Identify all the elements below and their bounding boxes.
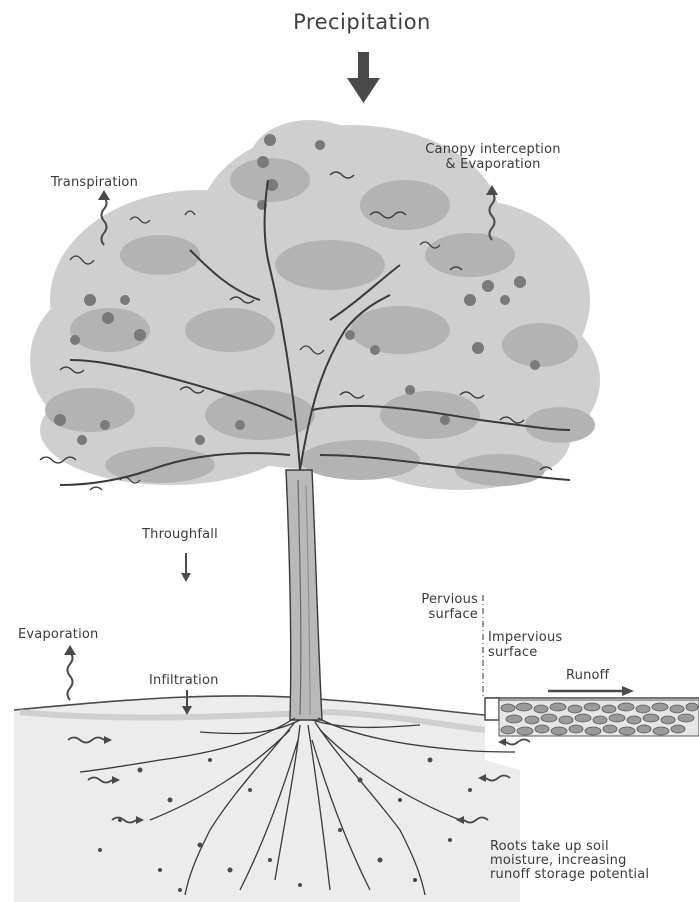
runoff-label: Runoff bbox=[566, 668, 609, 683]
soil-layer bbox=[14, 696, 520, 902]
impervious-label-line2: surface bbox=[488, 645, 562, 660]
impervious-surface bbox=[485, 698, 699, 736]
roots-uptake-label: Roots take up soil moisture, increasing … bbox=[490, 840, 649, 882]
precipitation-label: Precipitation bbox=[270, 10, 454, 34]
impervious-surface-label: Impervious surface bbox=[488, 630, 562, 660]
throughfall-arrow bbox=[181, 553, 191, 582]
pervious-label-line1: Pervious bbox=[396, 592, 478, 607]
runoff-arrow bbox=[548, 686, 634, 696]
evaporation-label: Evaporation bbox=[18, 627, 99, 642]
roots-label-line1: Roots take up soil bbox=[490, 840, 649, 854]
infiltration-label: Infiltration bbox=[149, 673, 219, 688]
evaporation-arrow bbox=[64, 645, 76, 700]
precipitation-arrow bbox=[347, 52, 380, 103]
roots-label-line3: runoff storage potential bbox=[490, 868, 649, 882]
canopy-label-line2: & Evaporation bbox=[400, 157, 586, 172]
pervious-label-line2: surface bbox=[396, 607, 478, 622]
canopy-label-line1: Canopy interception bbox=[400, 142, 586, 157]
impervious-label-line1: Impervious bbox=[488, 630, 562, 645]
roots-label-line2: moisture, increasing bbox=[490, 854, 649, 868]
throughfall-label: Throughfall bbox=[142, 527, 218, 542]
canopy-interception-label: Canopy interception & Evaporation bbox=[400, 142, 586, 172]
transpiration-label: Transpiration bbox=[51, 175, 138, 190]
pervious-surface-label: Pervious surface bbox=[396, 592, 478, 622]
